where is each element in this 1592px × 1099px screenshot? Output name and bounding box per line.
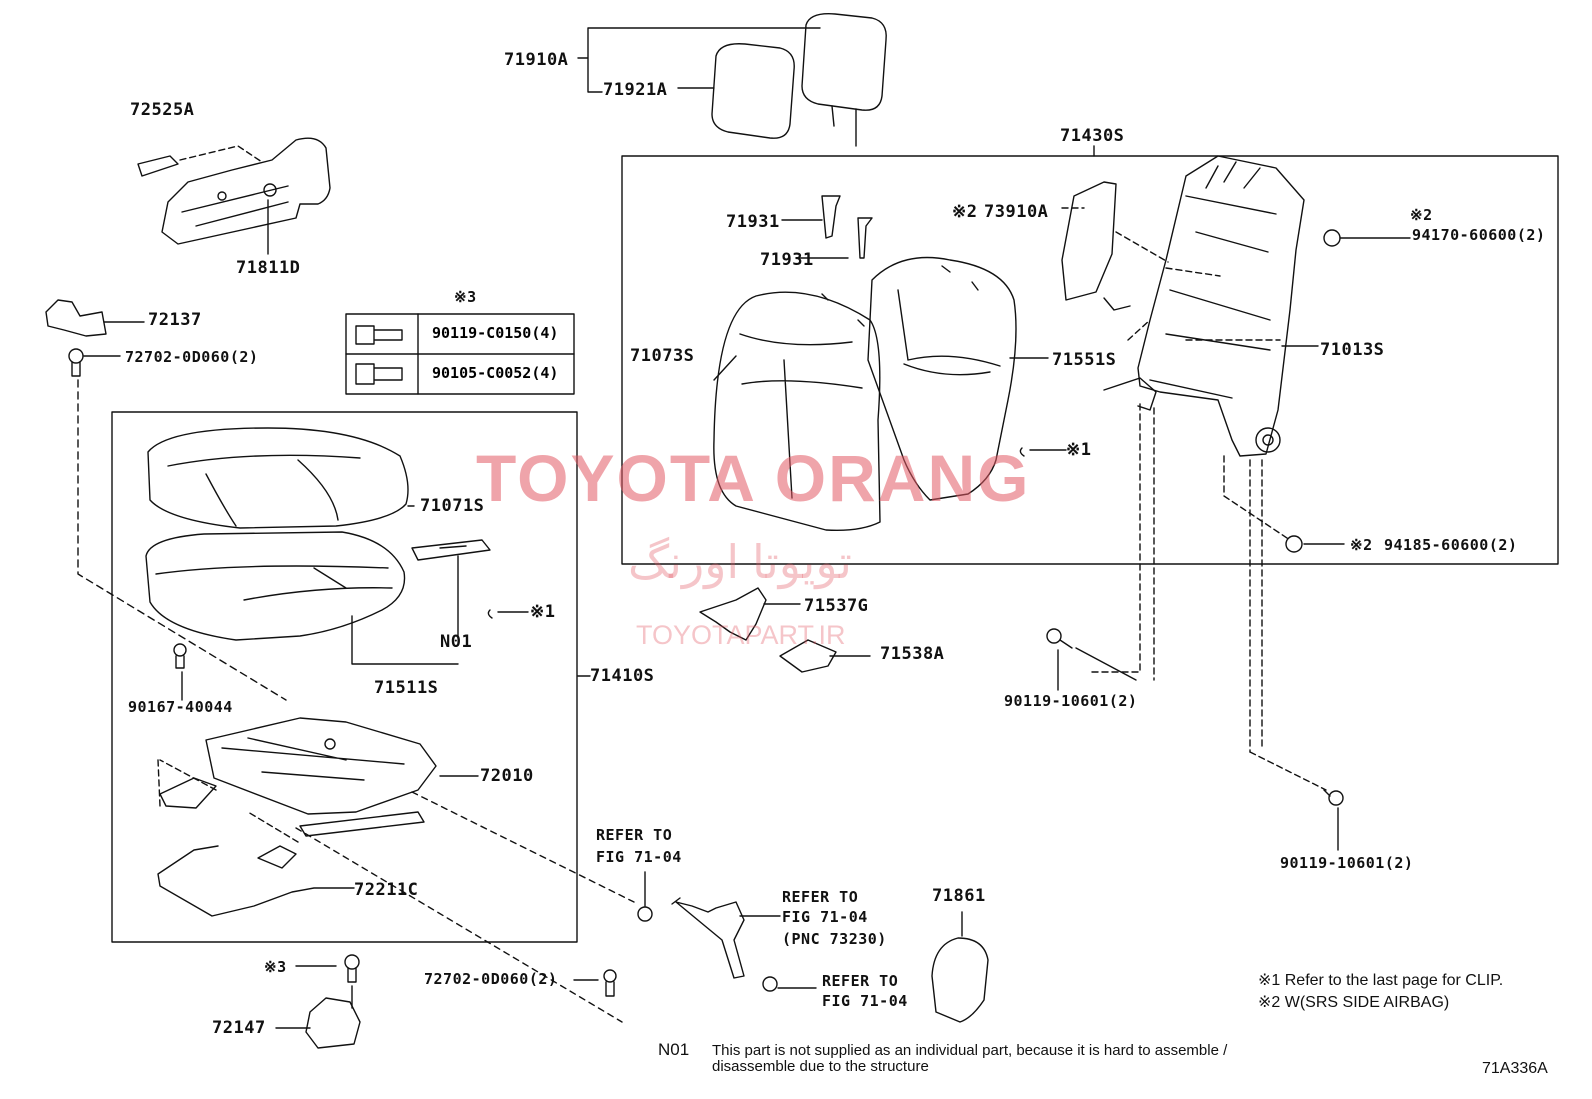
- clip-72137: [45, 299, 107, 337]
- part-71430S[interactable]: 71430S: [1060, 126, 1125, 146]
- bracket-72147: [305, 997, 361, 1049]
- nut-94185: [1285, 535, 1303, 553]
- nut-94170: [1323, 229, 1341, 247]
- bracket-71537G: [699, 587, 767, 641]
- diagram-code: 71A336A: [1482, 1060, 1548, 1077]
- hardware-code[interactable]: 90105-C0052(4): [432, 364, 559, 382]
- seat-wire: [157, 845, 355, 917]
- seat-back-cover: [713, 291, 881, 532]
- part-90119-10601-b[interactable]: 90119-10601(2): [1280, 854, 1414, 872]
- hardware-table-header: ※3: [454, 288, 477, 306]
- part-71921A[interactable]: 71921A: [603, 80, 668, 100]
- part-72137[interactable]: 72137: [148, 310, 202, 330]
- bolt-icon-row2: [355, 363, 403, 385]
- part-71071S[interactable]: 71071S: [420, 496, 485, 516]
- part-71910A[interactable]: 71910A: [504, 50, 569, 70]
- part-71511S[interactable]: 71511S: [374, 678, 439, 698]
- hardware-row: 90119-C0150(4): [350, 314, 586, 354]
- refer-1-line2[interactable]: FIG 71-04: [596, 848, 682, 866]
- trim-cover-71861: [931, 911, 989, 1023]
- part-N01[interactable]: N01: [440, 632, 473, 652]
- note2-mark-nut-bottom: ※2: [1350, 536, 1373, 554]
- refer-1-line1[interactable]: REFER TO: [596, 826, 673, 844]
- seat-back-pad: [867, 256, 1017, 501]
- legend-n01-line2: disassemble due to the structure: [712, 1058, 929, 1075]
- bracket-N01: [411, 539, 491, 561]
- part-71931-b[interactable]: 71931: [760, 250, 814, 270]
- refer-2-line1[interactable]: REFER TO: [782, 888, 859, 906]
- bolt-90167: [173, 643, 187, 701]
- headrest-support: [821, 195, 873, 259]
- headrest-rear: [801, 13, 887, 147]
- part-94170-60600[interactable]: 94170-60600(2): [1412, 226, 1546, 244]
- part-71551S[interactable]: 71551S: [1052, 350, 1117, 370]
- hardware-table: ※3 90119-C0150(4) 90105-C0052(4): [350, 288, 586, 394]
- part-72525A[interactable]: 72525A: [130, 100, 195, 120]
- bolt-icon-row1: [355, 325, 403, 345]
- part-94185-60600[interactable]: 94185-60600(2): [1384, 536, 1518, 554]
- seat-cushion-cover: [147, 427, 409, 529]
- seat-cushion-pad: [145, 531, 406, 641]
- part-73910A[interactable]: 73910A: [984, 202, 1049, 222]
- bolt-90119-a: [1046, 628, 1073, 649]
- part-71811D[interactable]: 71811D: [236, 258, 301, 278]
- note3-mark-bolt: ※3: [264, 958, 287, 976]
- legend-n01-code: N01: [658, 1040, 690, 1059]
- seat-belt-buckle: [671, 897, 745, 979]
- watermark-site: TOYOTAPART.IR: [636, 620, 846, 650]
- part-71013S[interactable]: 71013S: [1320, 340, 1385, 360]
- refer-2-line2[interactable]: FIG 71-04: [782, 908, 868, 926]
- recliner-cover: [137, 137, 331, 255]
- part-72211C[interactable]: 72211C: [354, 880, 419, 900]
- note1-mark-cushion: ※1: [530, 602, 556, 622]
- bolt-bottom-left: [344, 954, 360, 983]
- bolt-top-left: [68, 348, 84, 377]
- legend-note-2: ※2 W(SRS SIDE AIRBAG): [1258, 994, 1450, 1011]
- seat-track-frame: [159, 717, 437, 869]
- legend-n01-line1: This part is not supplied as an individu…: [712, 1042, 1228, 1059]
- bolt-bottom-center: [603, 969, 617, 997]
- side-airbag: [1061, 181, 1131, 311]
- hardware-row: 90105-C0052(4): [350, 354, 586, 394]
- nut-refer-1: [637, 906, 653, 922]
- part-71931-a[interactable]: 71931: [726, 212, 780, 232]
- part-72702-0D060-bottom[interactable]: 72702-0D060(2): [424, 970, 558, 988]
- note2-mark-nut-top: ※2: [1410, 206, 1433, 224]
- part-71073S[interactable]: 71073S: [630, 346, 695, 366]
- note1-mark-back: ※1: [1066, 440, 1092, 460]
- part-72702-0D060-top[interactable]: 72702-0D060(2): [125, 348, 259, 366]
- nut-refer-2: [762, 976, 778, 992]
- refer-2-line3[interactable]: (PNC 73230): [782, 930, 887, 948]
- hardware-code[interactable]: 90119-C0150(4): [432, 324, 559, 342]
- part-90167-40044[interactable]: 90167-40044: [128, 698, 233, 716]
- watermark-brand: TOYOTA ORANG: [476, 441, 1031, 515]
- legend-note-1: ※1 Refer to the last page for CLIP.: [1258, 972, 1504, 989]
- headrest-front: [711, 43, 795, 139]
- part-71410S[interactable]: 71410S: [590, 666, 655, 686]
- seat-back-frame: [1103, 155, 1305, 457]
- part-90119-10601-a[interactable]: 90119-10601(2): [1004, 692, 1138, 710]
- watermark-persian: تویوتا اورنگ: [628, 536, 852, 588]
- part-71861[interactable]: 71861: [932, 886, 986, 906]
- part-71538A[interactable]: 71538A: [880, 644, 945, 664]
- refer-3-line2[interactable]: FIG 71-04: [822, 992, 908, 1010]
- bolt-90119-b: [1323, 789, 1344, 806]
- bracket-71538A: [779, 639, 837, 673]
- refer-3-line1[interactable]: REFER TO: [822, 972, 899, 990]
- note2-mark-airbag: ※2: [952, 202, 978, 222]
- part-71537G[interactable]: 71537G: [804, 596, 869, 616]
- part-72147[interactable]: 72147: [212, 1018, 266, 1038]
- part-72010[interactable]: 72010: [480, 766, 534, 786]
